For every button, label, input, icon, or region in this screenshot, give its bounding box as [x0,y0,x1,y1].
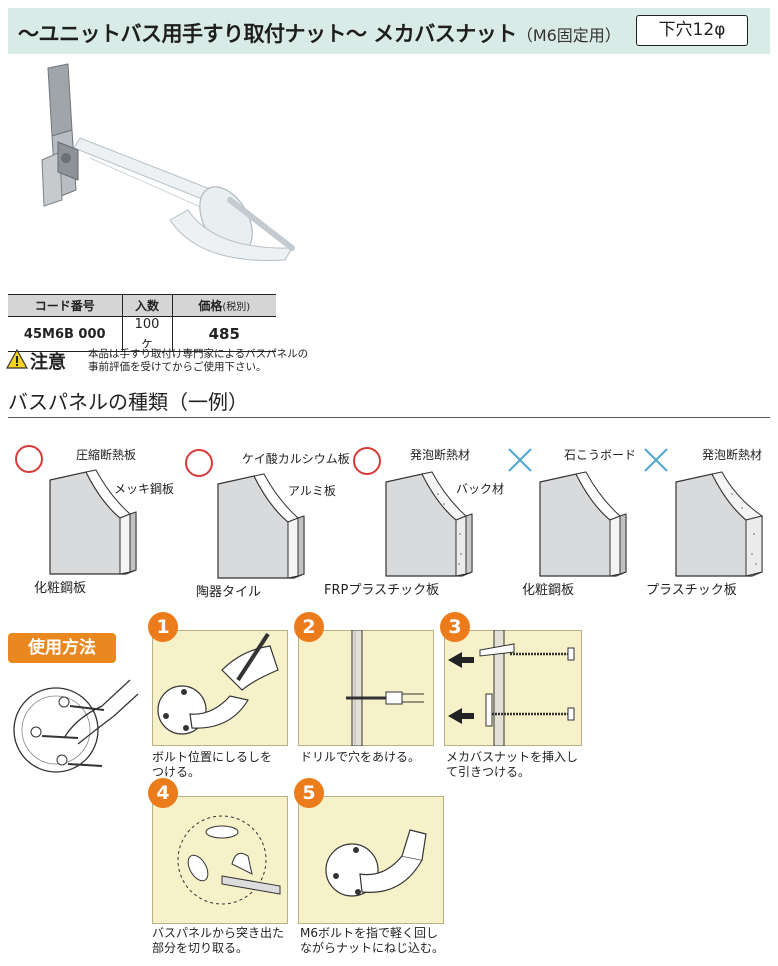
caution-text: 本品は手すり取付け専門家によるバスパネルの 事前評価を受けてからご使用下さい。 [88,348,348,374]
panel-2-top-label: ケイ酸カルシウム板 [242,452,350,466]
panel-diagram-3 [385,471,473,577]
panel-diagram-2 [217,473,305,579]
title-subtitle: （M6固定用） [516,26,621,45]
product-code: 45M6B 000 [8,316,122,352]
panel-1-top-label: 圧縮断熱板 [76,448,137,462]
panel-diagram-1 [49,469,137,575]
step-3-caption-line-1: メカバスナットを挿入し [446,750,579,764]
panel-diagram-5 [675,471,764,577]
header-banner: 〜ユニットバス用手すり取付ナット〜 メカバスナット（M6固定用） 下穴12φ [8,8,770,54]
table-row: 45M6B 000 100ヶ 485 [8,316,276,352]
panel-2-bottom-label: 陶器タイル [196,585,262,600]
handrail-illustration [13,679,139,773]
step-4-number: 4 [148,778,178,808]
step-2-number: 2 [294,612,324,642]
caution-line-1: 本品は手すり取付け専門家によるバスパネルの [88,348,309,360]
step-5-caption-line-1: M6ボルトを指で軽く回し [300,926,438,940]
price-header-label: 価格 [198,299,223,313]
ok-circle-icon [353,447,381,475]
step-2-panel [298,630,434,746]
panel-2-mid-label: アルミ板 [288,484,336,498]
step-1-caption-line-1: ボルト位置にしるしを [152,750,273,764]
panel-diagram-4 [539,471,627,577]
step-4-caption-line-1: バスパネルから突き出た [152,926,285,940]
warning-icon [6,349,28,369]
step-5-illustration [325,829,427,897]
step-4-illustration [177,815,281,905]
step-1-caption: ボルト位置にしるしを つける。 [152,750,272,780]
ok-circle-icon [15,445,43,473]
caution-label: 注意 [30,352,66,373]
page-title: 〜ユニットバス用手すり取付ナット〜 メカバスナット（M6固定用） [18,18,621,48]
step-3-illustration [448,630,575,746]
step-4-caption-line-2: 部分を切り取る。 [152,941,249,955]
price-table: コード番号 入数 価格(税別) 45M6B 000 100ヶ 485 [8,294,276,352]
caution-line-2: 事前評価を受けてからご使用下さい。 [88,361,267,373]
panel-5-top-label: 発泡断熱材 [702,448,763,462]
step-4-caption: バスパネルから突き出た 部分を切り取る。 [152,926,284,956]
panel-3-bottom-label: FRPプラスチック板 [324,583,440,598]
step-2-caption-line-1: ドリルで穴をあける。 [300,750,421,764]
ng-cross-icon [644,448,668,472]
step-3-caption: メカバスナットを挿入し て引きつける。 [446,750,578,780]
panel-4-top-label: 石こうボード [564,448,637,462]
step-1-caption-line-2: つける。 [152,765,201,779]
step-1-number: 1 [148,612,178,642]
step-1-illustration [157,632,279,735]
price: 485 [171,316,276,352]
product-image [41,63,295,261]
quantity: 100ヶ [121,316,172,352]
header-qty: 入数 [121,294,172,317]
title-text: 〜ユニットバス用手すり取付ナット〜 メカバスナット [18,22,517,46]
usage-title-badge: 使用方法 [8,633,116,663]
step-5-caption-line-2: ながらナットにねじ込む。 [300,941,445,955]
step-5-caption: M6ボルトを指で軽く回し ながらナットにねじ込む。 [300,926,444,956]
step-4-panel [152,796,288,924]
divider [8,417,770,418]
ok-circle-icon [185,449,213,477]
step-2-caption: ドリルで穴をあける。 [300,750,420,765]
panel-1-mid-label: メッキ鋼板 [114,482,175,496]
panel-3-mid-label: バック材 [456,482,505,496]
price-table-header: コード番号 入数 価格(税別) [8,294,276,317]
panel-1-bottom-label: 化粧鋼板 [34,581,87,596]
hole-size-badge: 下穴12φ [636,15,748,46]
panel-4-bottom-label: 化粧鋼板 [522,583,575,598]
header-code: コード番号 [8,294,122,317]
header-price: 価格(税別) [171,294,276,317]
panel-5-bottom-label: プラスチック板 [646,583,737,598]
ng-cross-icon [508,448,532,472]
step-5-number: 5 [294,778,324,808]
panel-3-top-label: 発泡断熱材 [410,448,471,462]
section-title: バスパネルの種類（一例） [8,390,248,414]
tax-note: (税別) [222,302,251,313]
step-2-illustration [346,630,424,746]
step-3-number: 3 [440,612,470,642]
step-3-caption-line-2: て引きつける。 [446,765,531,779]
